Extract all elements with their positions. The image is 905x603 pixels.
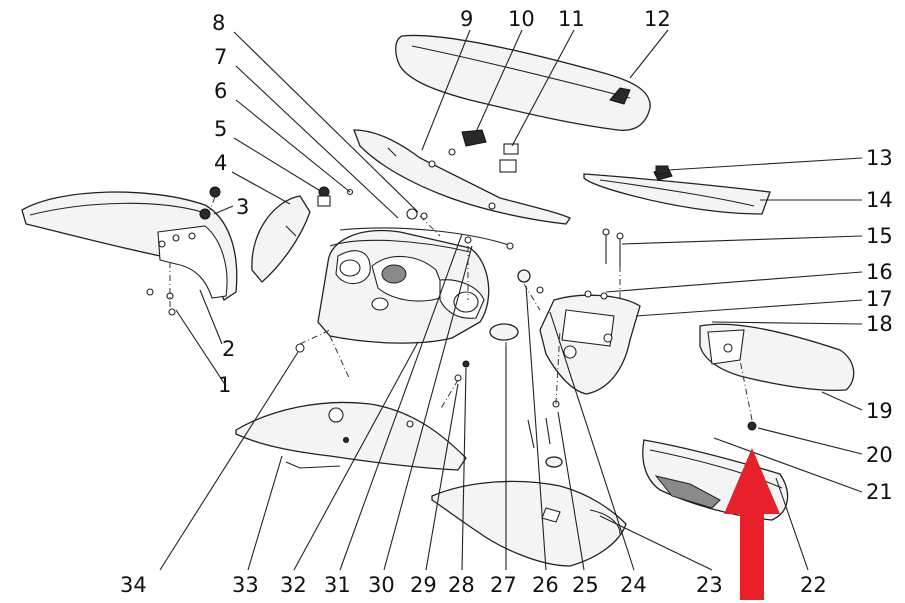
callout-1: 1 (218, 373, 231, 397)
rear-cover-14 (583, 167, 771, 215)
washer-34 (295, 343, 305, 353)
callout-12: 12 (644, 7, 671, 31)
callout-8: 8 (212, 11, 225, 35)
callout-5: 5 (214, 117, 227, 141)
callout-28: 28 (448, 573, 475, 597)
callout-7: 7 (214, 45, 227, 69)
callout-32: 32 (280, 573, 307, 597)
callout-17: 17 (866, 287, 893, 311)
nuts-16 (584, 290, 608, 300)
callout-10: 10 (508, 7, 535, 31)
callout-9: 9 (460, 7, 473, 31)
callout-23: 23 (696, 573, 723, 597)
callout-29: 29 (410, 573, 437, 597)
callout-4: 4 (214, 151, 227, 175)
highlight-arrow (724, 448, 780, 600)
bolts-15 (602, 228, 624, 266)
callout-15: 15 (866, 224, 893, 248)
clip-11 (499, 143, 519, 173)
bolt-13 (655, 165, 669, 175)
callout-31: 31 (324, 573, 351, 597)
callout-3: 3 (236, 195, 249, 219)
callout-6: 6 (214, 79, 227, 103)
washer-20 (747, 421, 757, 431)
callout-26: 26 (532, 573, 559, 597)
side-cover-right (431, 480, 627, 567)
cap-26 (517, 269, 531, 283)
bracket-10 (448, 129, 487, 156)
callout-20: 20 (866, 443, 893, 467)
airbox-frame (317, 227, 513, 344)
grommet-27 (489, 323, 519, 341)
callout-21: 21 (866, 480, 893, 504)
rear-fender (699, 323, 855, 392)
front-fender (21, 191, 238, 301)
callout-18: 18 (866, 312, 893, 336)
callout-16: 16 (866, 260, 893, 284)
tank-cover (353, 129, 571, 225)
callout-11: 11 (558, 7, 585, 31)
callout-34: 34 (120, 573, 147, 597)
seat (395, 34, 651, 131)
side-cover-left (235, 401, 467, 471)
callout-13: 13 (866, 146, 893, 170)
battery-box (539, 294, 641, 395)
callout-24: 24 (620, 573, 647, 597)
callout-33: 33 (232, 573, 259, 597)
callout-19: 19 (866, 399, 893, 423)
callout-14: 14 (866, 188, 893, 212)
callout-25: 25 (572, 573, 599, 597)
ignition-part-5 (317, 186, 354, 207)
callout-27: 27 (490, 573, 517, 597)
leader-lines (159, 29, 863, 571)
callout-22: 22 (800, 573, 827, 597)
callout-numbers: 1 2 3 4 5 6 7 8 9 10 11 12 13 14 15 16 1… (120, 7, 893, 597)
front-number-plate (251, 195, 311, 283)
callout-2: 2 (222, 337, 235, 361)
fender-bolts (146, 186, 221, 316)
misc-fasteners (406, 208, 563, 468)
callout-30: 30 (368, 573, 395, 597)
